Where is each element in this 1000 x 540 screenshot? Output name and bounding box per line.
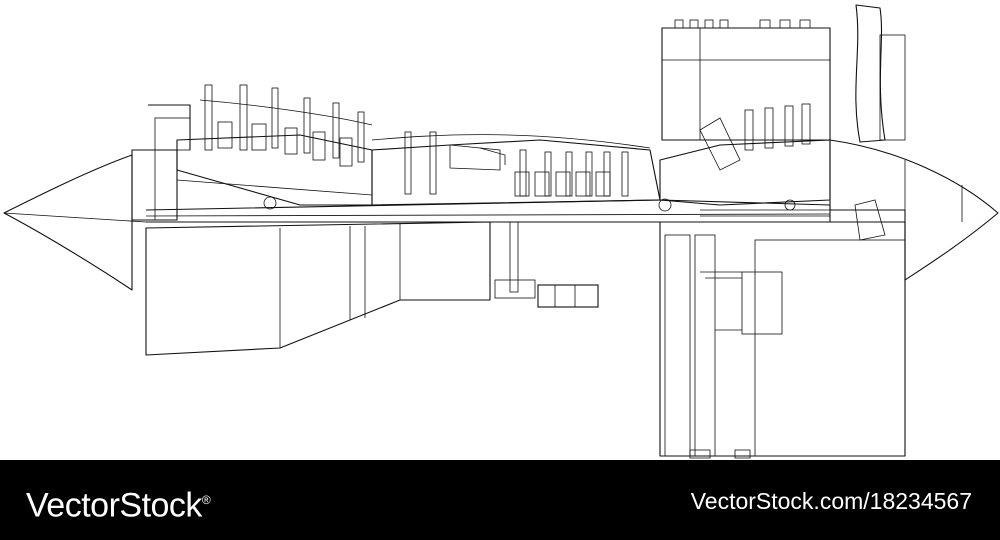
base-housing [145, 221, 491, 356]
high-pressure-compressor [371, 131, 661, 206]
low-pressure-compressor [176, 84, 373, 206]
image-url: VectorStock.com/18234567 [690, 488, 972, 514]
watermark-bar: VectorStock® VectorStock.com/18234567 [0, 460, 1000, 540]
accessory-gearbox [494, 221, 599, 308]
registered-mark: ® [201, 493, 211, 507]
exhaust-cone [829, 139, 999, 281]
inlet-casing [131, 104, 191, 221]
intake-cone [3, 154, 147, 291]
jet-engine-drawing [3, 4, 999, 459]
brand-logo: VectorStock® [26, 480, 211, 525]
main-shaft [145, 196, 831, 223]
exhaust-stack [661, 4, 906, 143]
turbine-section [659, 103, 831, 217]
equipment-block [659, 221, 906, 459]
brand-text: VectorStock [26, 486, 202, 525]
